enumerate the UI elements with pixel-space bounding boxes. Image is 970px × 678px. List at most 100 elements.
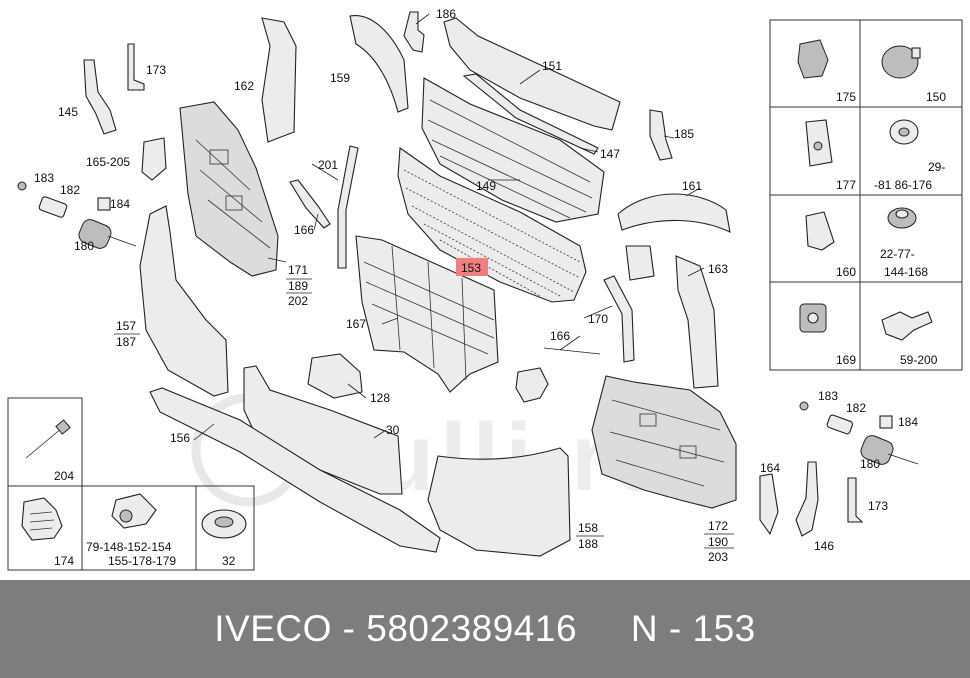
part-59 (881, 311, 933, 341)
callout-150: 150 (926, 90, 946, 104)
part-159 (349, 15, 409, 113)
callout-188: 188 (578, 537, 598, 551)
callout-166a: 166 (294, 223, 314, 237)
callout-146: 146 (814, 539, 834, 553)
fraction-bars (114, 278, 734, 549)
part-175 (797, 39, 829, 79)
callout-79a: 79-148-152-154 (86, 540, 172, 554)
part-166b-clip (515, 367, 549, 403)
callout-204: 204 (54, 469, 74, 483)
callout-167: 167 (346, 317, 366, 331)
footer-bar: IVECO - 5802389416 N - 153 (0, 580, 970, 678)
callout-203: 203 (708, 550, 728, 564)
callout-22a: 22-77- (880, 247, 915, 261)
part-162 (261, 17, 297, 143)
callout-145: 145 (58, 105, 78, 119)
callout-29a: 29- (928, 160, 945, 174)
part-165 (141, 137, 167, 181)
part-160 (805, 211, 835, 251)
part-158 (427, 447, 571, 557)
part-204 (25, 427, 63, 459)
side-panel: 175 150 177 29- -81 86-176 160 22-77- 14… (769, 19, 963, 371)
part-149 (421, 77, 605, 223)
part-185 (649, 109, 673, 161)
callout-186: 186 (436, 7, 456, 21)
part-149-slats (427, 99, 593, 219)
part-79 (111, 493, 157, 529)
part-157 (139, 205, 229, 397)
callout-180a: 180 (74, 239, 94, 253)
part-153 (397, 146, 587, 303)
callout-185: 185 (674, 127, 694, 141)
callout-175: 175 (836, 90, 856, 104)
part-150 (881, 45, 919, 79)
callout-184b: 184 (898, 415, 918, 429)
highlight-153 (456, 258, 488, 276)
callout-187: 187 (116, 335, 136, 349)
part-173a (127, 43, 145, 91)
part-174 (21, 497, 63, 541)
callout-29b: -81 86-176 (874, 178, 932, 192)
part-172 (591, 375, 737, 509)
callout-161: 161 (682, 179, 702, 193)
fasteners-right (799, 401, 919, 465)
callout-147: 147 (600, 147, 620, 161)
part-186 (403, 11, 425, 53)
part-number-caption: IVECO - 5802389416 N - 153 (214, 608, 756, 649)
part-171-detail (195, 139, 271, 249)
callout-162: 162 (234, 79, 254, 93)
part-164 (759, 473, 779, 536)
part-171 (179, 101, 279, 277)
callout-30: 30 (386, 423, 400, 437)
callout-165-205: 165-205 (86, 155, 130, 169)
callout-79b: 155-178-179 (108, 554, 176, 568)
part-170 (603, 275, 635, 363)
callout-169: 169 (836, 353, 856, 367)
part-167-grid (363, 245, 495, 381)
callout-180b: 180 (860, 457, 880, 471)
callout-170: 170 (588, 312, 608, 326)
part-163 (675, 255, 719, 389)
part-145 (83, 59, 117, 135)
part-153-mesh (403, 169, 581, 297)
fasteners-left (17, 181, 137, 249)
callout-164: 164 (760, 461, 780, 475)
part-172-detail (609, 399, 725, 487)
callout-149: 149 (476, 179, 496, 193)
callout-153: 153 (461, 261, 481, 275)
callout-173a: 173 (146, 63, 166, 77)
part-161 (617, 193, 731, 233)
callout-151: 151 (542, 59, 562, 73)
callout-59: 59-200 (900, 353, 938, 367)
callout-177: 177 (836, 178, 856, 192)
callout-184a: 184 (110, 197, 130, 211)
part-201 (337, 145, 359, 269)
callout-158: 158 (578, 521, 598, 535)
part-166b-clip2 (625, 245, 655, 281)
callout-182a: 182 (60, 183, 80, 197)
bottom-panel: 204 174 79-148-152-154 155-178-179 32 (7, 397, 255, 571)
callouts: 186 151 173 145 162 159 185 147 165-205 … (34, 7, 918, 564)
callout-202: 202 (288, 294, 308, 308)
exploded-view: Rulli.ru (7, 7, 963, 571)
part-173b (847, 477, 864, 523)
callout-159: 159 (330, 71, 350, 85)
callout-174: 174 (54, 554, 74, 568)
callout-156: 156 (170, 431, 190, 445)
part-147 (462, 73, 599, 155)
callout-182b: 182 (846, 401, 866, 415)
callout-189: 189 (288, 279, 308, 293)
callout-173b: 173 (868, 499, 888, 513)
part-166b (543, 347, 601, 355)
part-166a (289, 179, 331, 229)
callout-128: 128 (370, 391, 390, 405)
part-128 (307, 353, 363, 399)
part-146 (795, 461, 819, 537)
part-156 (149, 387, 441, 553)
callout-157: 157 (116, 319, 136, 333)
callout-183b: 183 (818, 389, 838, 403)
callout-22b: 144-168 (884, 265, 928, 279)
callout-183a: 183 (34, 171, 54, 185)
parts-diagram: Rulli.ru (7, 7, 963, 571)
callout-163: 163 (708, 262, 728, 276)
